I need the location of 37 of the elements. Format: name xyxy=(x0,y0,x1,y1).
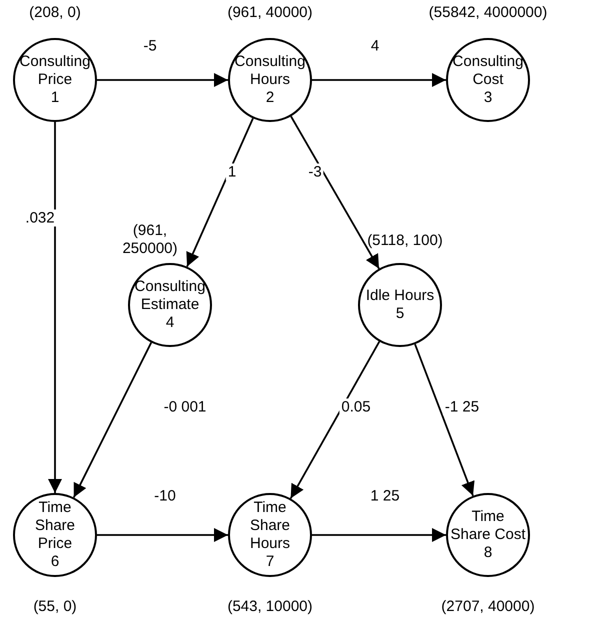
node-name: Consulting Price xyxy=(18,53,92,89)
edge-label: -1 25 xyxy=(442,398,482,416)
arrow xyxy=(72,342,152,498)
node-name: Time Share Cost xyxy=(450,508,526,544)
coordinate-label: (208, 0) xyxy=(28,4,82,22)
node-name: Consulting Cost xyxy=(452,53,524,89)
coordinate-label: (5118, 100) xyxy=(366,232,444,250)
node-number: 4 xyxy=(166,314,174,332)
arrow xyxy=(186,118,254,267)
node-number: 1 xyxy=(50,89,60,107)
node-number: 7 xyxy=(266,553,274,571)
arrow xyxy=(290,341,380,499)
node-number: 3 xyxy=(484,89,492,107)
coordinate-label: (543, 10000) xyxy=(226,598,314,616)
edge-label: 1 xyxy=(226,164,238,180)
coordinate-label: (961, 40000) xyxy=(226,4,314,22)
arrow xyxy=(312,528,446,542)
edge-label: 0.05 xyxy=(339,398,373,416)
node-name: Time Share Hours xyxy=(248,499,292,553)
node-number: 5 xyxy=(396,305,404,323)
node-name: Consulting Hours xyxy=(234,53,306,89)
coordinate-label: (2707, 40000) xyxy=(440,598,536,616)
node-number: 6 xyxy=(50,553,60,571)
arrow xyxy=(290,116,380,270)
coordinate-label: (961, 250000) xyxy=(121,222,179,258)
arrow xyxy=(414,344,475,496)
arrow xyxy=(48,122,62,493)
node-name: Consulting Estimate xyxy=(134,278,206,314)
arrow xyxy=(97,73,228,87)
node-name: Time Share Price xyxy=(34,499,76,553)
coordinate-label: (55, 0) xyxy=(32,598,78,616)
arrow xyxy=(312,73,446,87)
coordinate-label: (55842, 4000000) xyxy=(428,4,548,22)
node-name: Idle Hours xyxy=(366,287,434,305)
node-number: 8 xyxy=(484,544,492,562)
node-number: 2 xyxy=(266,89,274,107)
arrow xyxy=(97,528,228,542)
